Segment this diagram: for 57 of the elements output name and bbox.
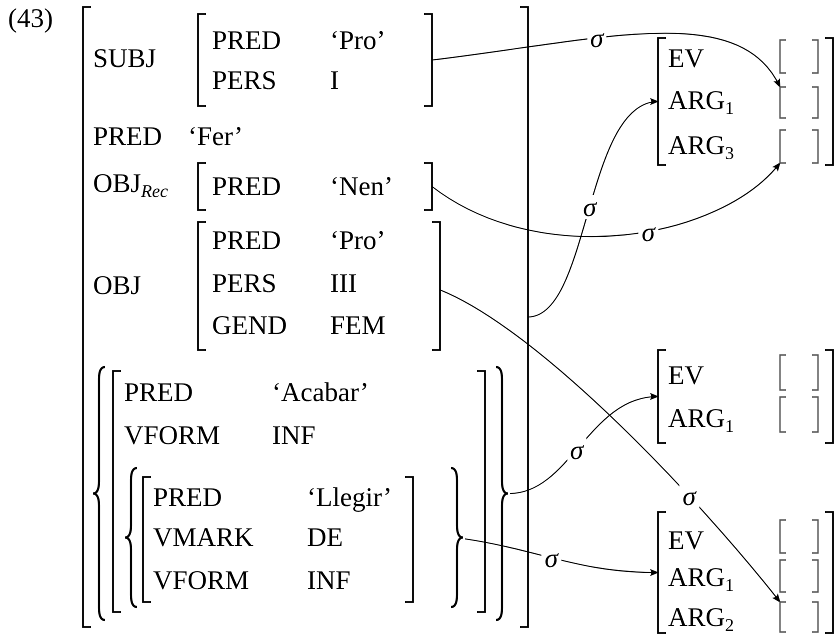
empty-value-bracket	[780, 397, 818, 432]
feature-value: III	[330, 268, 357, 298]
argument-label: ARG$_{2}$	[668, 602, 734, 632]
empty-value-bracket	[780, 355, 818, 390]
feature-name: VFORM	[153, 565, 250, 595]
argument-label: EV	[668, 360, 704, 390]
argument-label: ARG$_{3}$	[668, 130, 734, 160]
feature-value: ‘Llegir’	[307, 482, 392, 512]
semantic-structure	[658, 350, 833, 443]
attribute-value-matrix	[113, 371, 485, 612]
argument-label: ARG$_{1}$	[668, 85, 734, 115]
feature-name: PERS	[212, 268, 277, 298]
feature-name: PRED	[124, 377, 194, 407]
semantic-structure	[658, 38, 833, 165]
set-braces	[123, 468, 465, 607]
feature-name: PRED	[212, 225, 282, 255]
argument-label: EV	[668, 43, 704, 73]
empty-value-bracket	[780, 520, 818, 553]
argument-label: ARG$_{1}$	[668, 403, 734, 433]
feature-value: DE	[307, 522, 343, 552]
feature-name: PERS	[212, 65, 277, 95]
attribute-value-matrix	[198, 222, 440, 350]
feature-name: VFORM	[124, 420, 220, 450]
empty-value-bracket	[780, 560, 818, 592]
attribute-value-matrix	[143, 477, 413, 602]
attribute-value-matrix	[198, 14, 432, 106]
feature-value: INF	[307, 565, 351, 595]
feature-name: PRED	[212, 25, 282, 55]
feature-name: OBJ$_{Rec}$	[93, 168, 168, 198]
edge-label: σ	[680, 484, 699, 508]
feature-name: GEND	[212, 310, 287, 340]
empty-value-bracket	[780, 40, 818, 73]
argument-label: ARG$_{1}$	[668, 562, 734, 592]
semantic-structure	[658, 512, 833, 633]
set-braces	[91, 367, 510, 620]
edge-label: σ	[566, 438, 586, 462]
feature-value: ‘Pro’	[330, 25, 386, 55]
argument-label: EV	[668, 525, 704, 555]
empty-value-bracket	[780, 87, 818, 118]
attribute-value-matrix	[83, 7, 528, 627]
feature-value: FEM	[330, 310, 386, 340]
feature-name: PRED	[212, 171, 282, 201]
attribute-value-matrix	[198, 163, 432, 210]
feature-value: ‘Nen’	[330, 171, 393, 201]
feature-name: SUBJ	[93, 43, 156, 73]
empty-value-bracket	[780, 130, 818, 163]
feature-value: ‘Acabar’	[272, 377, 369, 407]
feature-name: ‘Fer’	[188, 121, 243, 151]
example-number: (43)	[8, 3, 53, 33]
feature-value: INF	[272, 420, 316, 450]
feature-name: PRED	[153, 482, 222, 512]
feature-name: VMARK	[153, 522, 254, 552]
feature-value: ‘Pro’	[330, 225, 386, 255]
feature-value: I	[330, 65, 339, 95]
feature-name: OBJ	[93, 270, 142, 300]
empty-value-bracket	[780, 602, 818, 632]
feature-name: PRED	[93, 121, 162, 151]
